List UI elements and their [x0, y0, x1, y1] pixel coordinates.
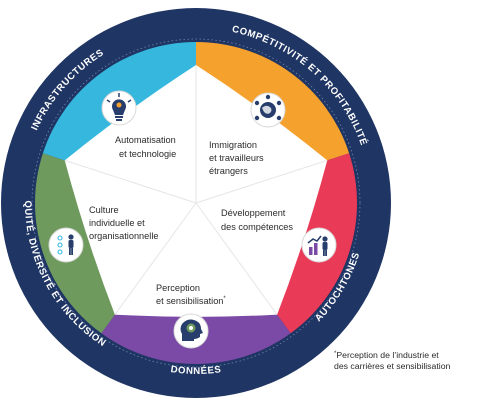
- segment-label-perception: Perception et sensibilisation*: [156, 283, 226, 306]
- segment-label-culture: Culture individuelle et organisationnell…: [89, 205, 158, 241]
- segment-label-developpement: Développement des compétences: [221, 208, 293, 232]
- footnote: *Perception de l’industrie et des carriè…: [334, 350, 480, 372]
- center-divider: [195, 159, 328, 204]
- segment-label-automatisation: Automatisation et technologie: [115, 135, 178, 159]
- ring-label-donnees: DONNÉES: [170, 364, 222, 377]
- center-divider: [114, 202, 197, 315]
- ring-dotted-guide: [31, 38, 361, 368]
- head-brain-icon: [173, 313, 209, 349]
- globe-people-icon: [250, 92, 286, 128]
- segment-label-immigration: Immigration et travailleurs étrangers: [209, 140, 266, 176]
- footnote-line-2: des carrières et sensibilisation: [334, 361, 451, 371]
- center-divider: [195, 202, 278, 315]
- center-area: [64, 65, 328, 317]
- center-divider: [64, 159, 197, 204]
- footnote-line-1: *Perception de l’industrie et: [334, 350, 439, 360]
- lightbulb-gear-icon: [101, 90, 137, 126]
- person-growth-chart-icon: [301, 227, 337, 263]
- person-checklist-icon: [48, 227, 84, 263]
